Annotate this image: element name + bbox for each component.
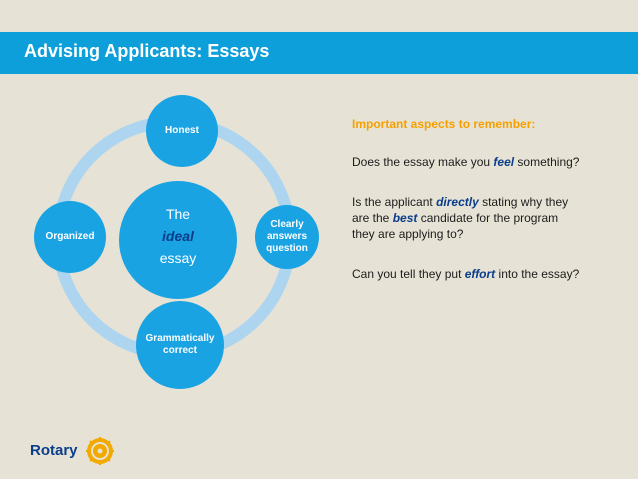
node-honest-label: Honest [165, 125, 199, 136]
q2-mid1: stating why they [478, 195, 569, 209]
node-clearly-answers-label: Clearly answers question [257, 219, 317, 255]
q1-post: something? [514, 155, 580, 169]
center-line1: The [165, 206, 191, 222]
aside-heading: Important aspects to remember: [352, 116, 622, 132]
node-grammatically-label: Grammatically correct [136, 333, 224, 357]
node-clearly-line1: Clearly [270, 219, 304, 230]
q3-emph: effort [464, 267, 496, 281]
q2-post: candidate for the program [417, 211, 559, 225]
node-organized-label: Organized [45, 231, 95, 242]
q3-post: into the essay? [495, 267, 580, 281]
center-line2: ideal [162, 228, 194, 244]
aside-question-3: Can you tell they put effort into the es… [352, 266, 622, 282]
node-organized [34, 201, 106, 273]
node-clearly-line2: answers [266, 231, 308, 242]
rotary-wheel-icon [86, 437, 114, 465]
q2-mid2: are the [352, 211, 393, 225]
q1-pre: Does the essay make you [352, 155, 494, 169]
center-label: The ideal essay [128, 203, 228, 269]
node-honest [146, 95, 218, 167]
center-node [119, 181, 237, 299]
node-clearly-line3: question [266, 243, 308, 254]
slide-title: Advising Applicants: Essays [24, 41, 270, 61]
node-clearly-answers [255, 205, 319, 269]
q2-emph2: best [392, 211, 418, 225]
q2-emph1: directly [436, 195, 479, 209]
aside-question-1: Does the essay make you feel something? [352, 154, 622, 170]
q3-pre: Can you tell they put [352, 267, 465, 281]
node-grammatically-line1: Grammatically [145, 333, 215, 344]
node-grammatically-line2: correct [163, 345, 197, 356]
rotary-logo-text: Rotary [30, 442, 78, 459]
rotary-logo: Rotary [30, 436, 120, 468]
node-grammatically-correct [136, 301, 224, 389]
q1-emph: feel [493, 155, 515, 169]
center-line3: essay [159, 250, 197, 266]
aside-question-2: Is the applicant directly stating why th… [352, 194, 622, 242]
q2-pre: Is the applicant [352, 195, 437, 209]
q2-line3: they are applying to? [352, 227, 464, 241]
title-bar: Advising Applicants: Essays [0, 32, 638, 74]
aside-heading-text: Important aspects to remember: [352, 117, 536, 131]
